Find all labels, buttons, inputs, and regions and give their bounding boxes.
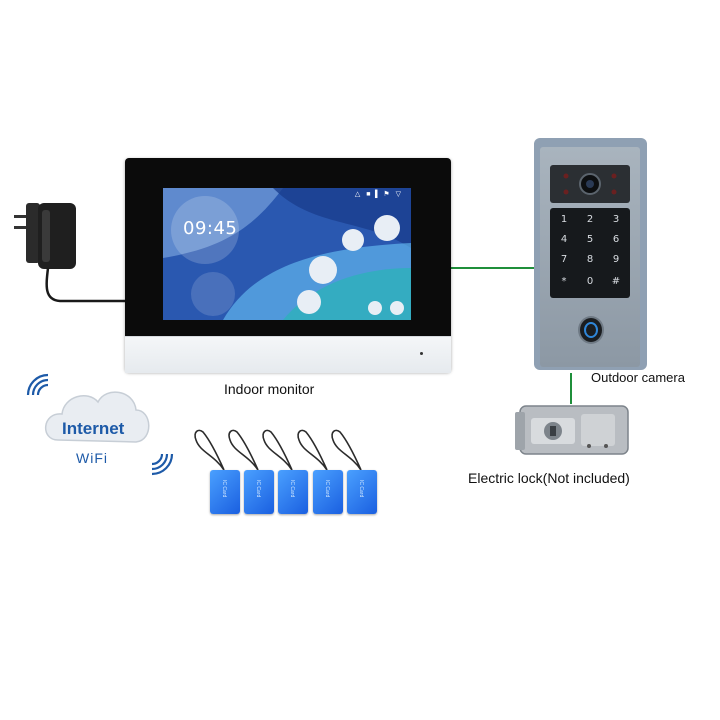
screen-status-icons: △ ■▐ ⚑ ▽: [354, 191, 403, 198]
cloud-internet-label: Internet: [62, 419, 125, 438]
fingerprint-ring: [584, 322, 598, 338]
monitor-led: [420, 352, 423, 355]
cctv-app-icon: [342, 229, 364, 251]
electric-lock-caption: Electric lock(Not included): [468, 470, 630, 486]
cloud-wifi-label: WiFi: [76, 450, 108, 466]
tag-label: IC Card: [255, 480, 261, 498]
keypad-key: 5: [586, 234, 594, 245]
keypad-key: 1: [560, 214, 568, 225]
keypad-key: 7: [560, 254, 568, 265]
monitor-bezel: [125, 336, 451, 373]
camera-lens-icon: [563, 173, 617, 195]
tag-label: IC Card: [289, 480, 295, 498]
power-adapter-icon: [14, 203, 126, 303]
screen-wallpaper: [163, 188, 411, 320]
outdoor-camera-caption: Outdoor camera: [591, 370, 685, 385]
keypad-key: 0: [586, 276, 594, 287]
electric-lock-icon: [515, 405, 629, 455]
monitor-screen: 09:45 △ ■▐ ⚑ ▽: [163, 188, 411, 320]
keypad-key: 4: [560, 234, 568, 245]
wifi-signal-icon: [26, 373, 49, 396]
door-app-icon: [297, 290, 321, 314]
keypad-key: 6: [612, 234, 620, 245]
camera-app-icon: [309, 256, 337, 284]
keypad-key: *: [561, 276, 567, 287]
rfid-tag-icon: IC Card: [244, 470, 274, 514]
keypad-key: 8: [586, 254, 594, 265]
wifi-signal-icon: [151, 453, 174, 476]
camera-keypad: 1 2 3 4 5 6 7 8 9 * 0 #: [550, 208, 630, 298]
keypad-key: 9: [612, 254, 620, 265]
keypad-key: 3: [612, 214, 620, 225]
tag-label: IC Card: [324, 480, 330, 498]
rfid-tag-icon: IC Card: [278, 470, 308, 514]
tag-label: IC Card: [358, 480, 364, 498]
indoor-monitor-caption: Indoor monitor: [224, 381, 315, 397]
rfid-tag-icon: IC Card: [347, 470, 377, 514]
keypad-key: #: [611, 276, 621, 287]
keypad-key: 2: [586, 214, 594, 225]
rfid-loops: [194, 429, 362, 471]
cloud-icon: [44, 391, 150, 443]
rfid-tag-icon: IC Card: [210, 470, 240, 514]
settings-app-icon: [374, 215, 400, 241]
tag-label: IC Card: [221, 480, 227, 498]
rfid-tag-icon: IC Card: [313, 470, 343, 514]
camera-lens-panel: [550, 165, 630, 203]
screen-time: 09:45: [183, 218, 238, 239]
